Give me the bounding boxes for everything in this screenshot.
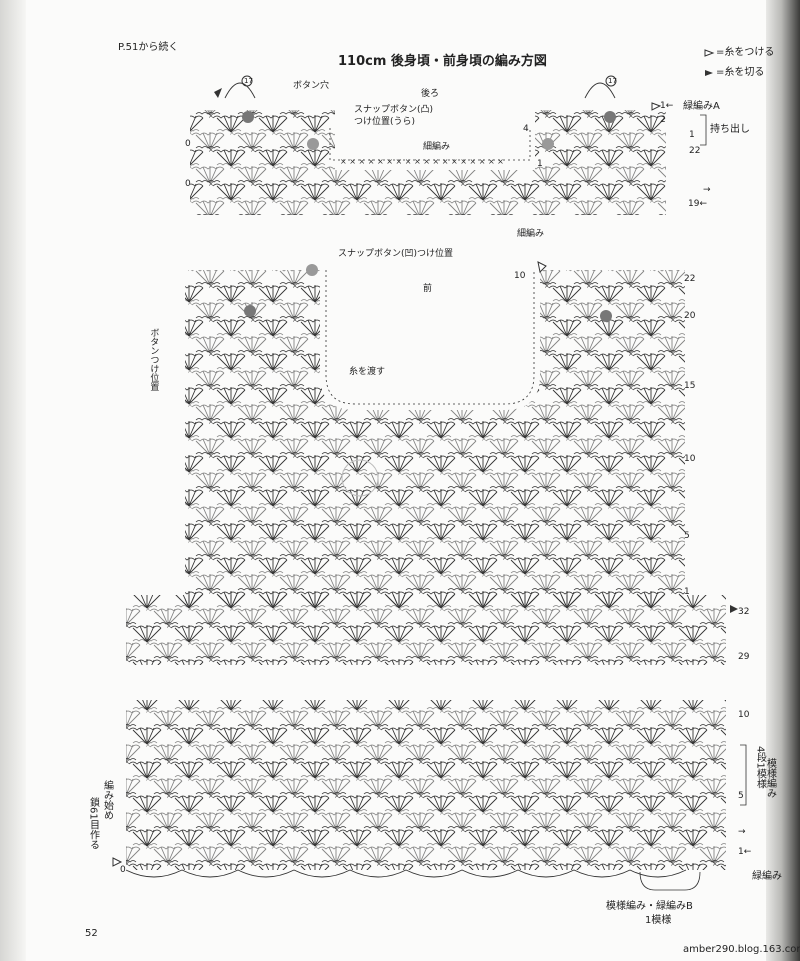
back-slip-stitch-label: 細編み (423, 142, 451, 152)
back-edge-zero-1: 0 (185, 139, 191, 149)
back-label: 後ろ (421, 89, 440, 99)
book-spine-shadow (766, 0, 800, 961)
attach-thread-icon (704, 49, 715, 57)
front-row-1: 1 (684, 587, 690, 597)
page-number: 52 (85, 928, 98, 939)
front-panel-chart (185, 261, 685, 605)
continued-from-label: P.51から続く (118, 42, 179, 53)
start-label: 編み始め (101, 780, 113, 820)
lower-row-32: 32 (738, 607, 750, 617)
lower-row-10: 10 (738, 710, 750, 720)
snap-male-label-2: つけ位置(うら) (354, 117, 416, 127)
lower-row-29: 29 (738, 652, 750, 662)
back-row-1-neck: 1 (537, 159, 543, 169)
lower-row-1: 1← (738, 847, 752, 857)
cut-thread-icon (705, 70, 713, 76)
carry-label: 持ち出し (710, 124, 750, 135)
snap-male-label-1: スナップボタン(凸) (354, 105, 434, 115)
back-circle-left: 17 (244, 77, 253, 85)
page-title: 110cm 後身頃・前身頃の編み方図 (338, 54, 547, 69)
back-row-1: 1 (689, 130, 695, 140)
back-row-4: 4 (523, 124, 529, 134)
back-row-arrow: → (703, 185, 711, 195)
one-repeat-label: 1模様 (645, 915, 672, 926)
back-row-2: 2 (660, 115, 666, 125)
page-gutter (0, 0, 26, 961)
back-circle-right: 17 (608, 77, 617, 85)
pass-thread-label: 糸を渡す (349, 367, 386, 377)
back-row-1-left: 1← (660, 101, 674, 111)
front-row-10: 10 (684, 454, 696, 464)
front-row-22: 22 (684, 274, 696, 284)
blog-watermark: amber290.blog.163.com (683, 944, 800, 955)
lower-row-5: 5 (738, 791, 744, 801)
border-label: 緑編み (752, 871, 782, 882)
start-zero: 0 (120, 865, 126, 875)
buttonhole-label: ボタン穴 (293, 81, 330, 91)
button-position-label: ボタンつけ位置 (148, 328, 159, 391)
legend-attach-label: =糸をつける (716, 47, 775, 58)
front-row-15: 15 (684, 381, 696, 391)
back-edge-zero-2: 0 (185, 179, 191, 189)
snap-female-label: スナップボタン(凹)つけ位置 (338, 249, 454, 259)
back-panel-chart: × × × × × × × × × × × × × × × × × × (190, 75, 666, 215)
chain-label: 鎖61目作る (87, 797, 99, 850)
back-row-22: 22 (689, 146, 701, 156)
front-slip-stitch-label: 細編み (517, 229, 545, 239)
edge-a-label: 緑編みA (683, 101, 720, 112)
front-row-20: 20 (684, 311, 696, 321)
svg-text:× × × × × × × × × × × × × × ×: × × × × × × × × × × × × × × × × × × (340, 157, 504, 166)
repeat-label: 4段1模様 (754, 746, 766, 789)
back-row-19: 19← (688, 199, 707, 209)
pattern-label: 模様編み (764, 758, 776, 798)
bottom-pattern-label: 模様編み・緑編みB (606, 901, 693, 912)
front-label: 前 (423, 284, 433, 294)
front-neck-row: 10 (514, 271, 526, 281)
lower-row-arrow: → (738, 827, 746, 837)
lower-body-chart (112, 114, 747, 891)
legend-cut-label: =糸を切る (716, 67, 765, 78)
front-row-5: 5 (684, 531, 690, 541)
